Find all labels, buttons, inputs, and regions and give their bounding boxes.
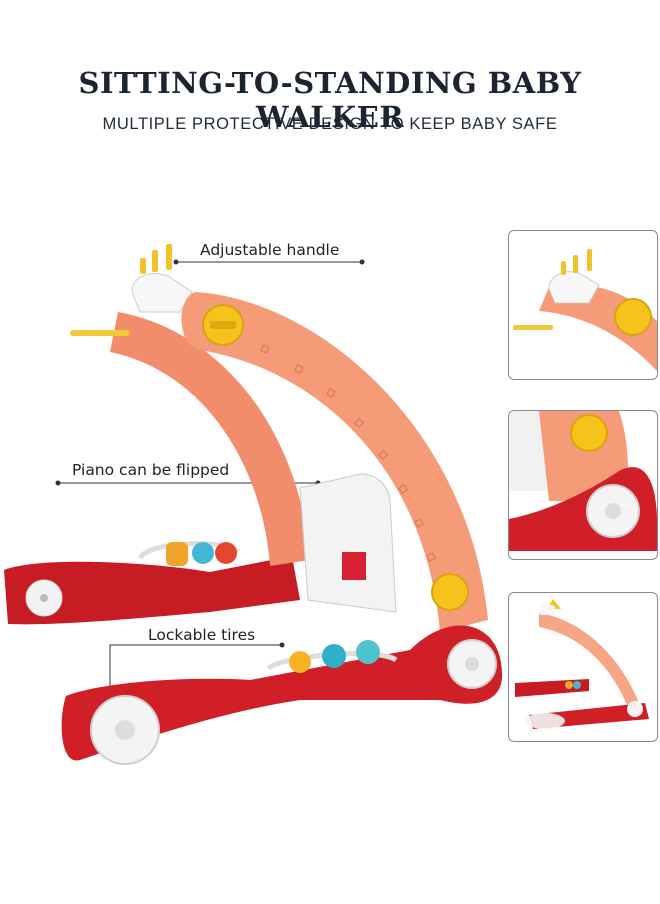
handle-bar: [70, 330, 130, 336]
thumbnail-motion: [508, 592, 658, 742]
bead-toy-back: [137, 541, 241, 566]
back-base: [4, 556, 300, 625]
callout-lockable-tires: Lockable tires: [148, 626, 256, 644]
page-title: SITTING-TO-STANDING BABY WALKER: [78, 66, 582, 134]
page-subtitle: MULTIPLE PROTECTIVE DESIGN TO KEEP BABY …: [102, 115, 558, 133]
handle: [131, 273, 193, 313]
back-frame-arc: [110, 312, 310, 566]
front-wheel: [90, 695, 160, 765]
frame-holes: [260, 344, 436, 562]
thumbnail-handle: [508, 230, 658, 380]
callout-piano-flipped: Piano can be flipped: [72, 461, 230, 479]
thumbnail-piano: [508, 410, 658, 560]
walker-illustration: [4, 244, 503, 765]
handle-teeth: [140, 244, 172, 274]
piano-panel: [299, 473, 397, 613]
bead-toy-front: [266, 640, 398, 673]
bottom-knob: [431, 573, 469, 611]
callout-adjustable-handle: Adjustable handle: [200, 241, 340, 259]
rear-wheel: [447, 639, 497, 689]
